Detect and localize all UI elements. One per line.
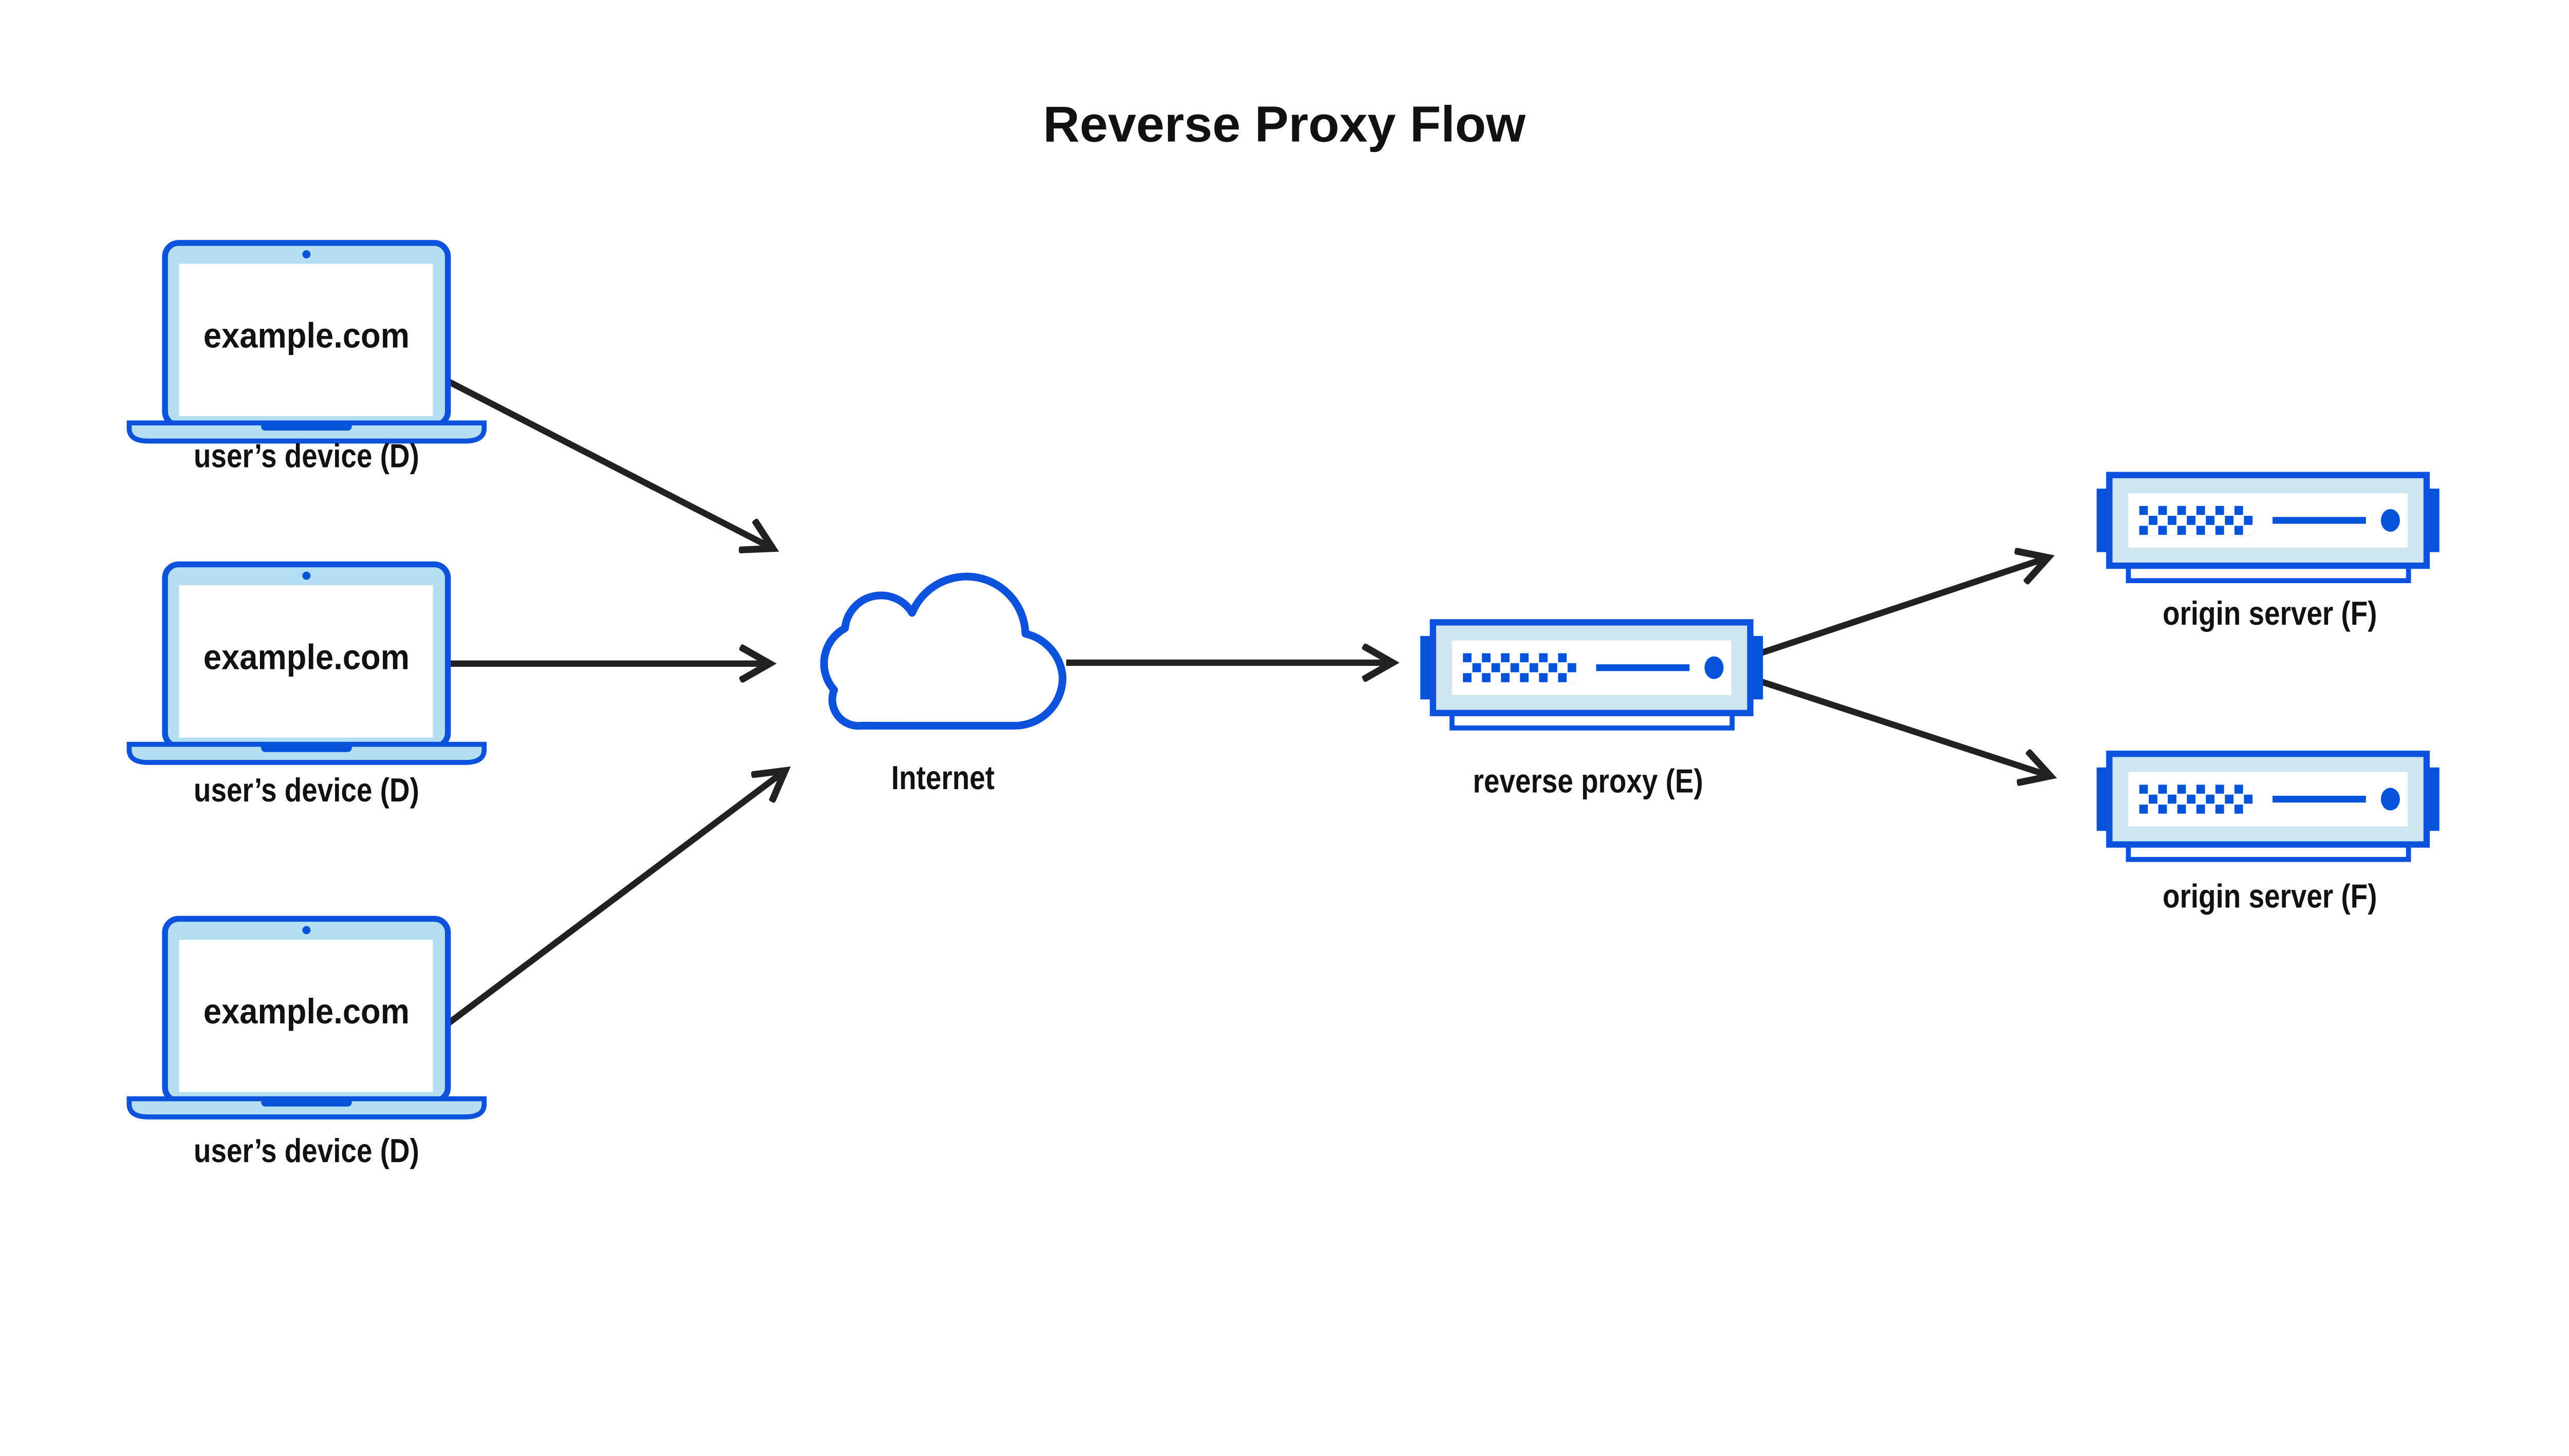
page-title: Reverse Proxy Flow (1043, 96, 1526, 152)
device-screen-text: example.com (203, 316, 409, 356)
reverse-proxy-icon (1420, 622, 1763, 728)
arrow-device1-to-internet (446, 378, 773, 549)
device-label: user’s device (D) (194, 1132, 419, 1170)
arrow-proxy-to-origin2 (1760, 679, 2051, 776)
internet-label: Internet (891, 759, 995, 797)
reverse-proxy-label: reverse proxy (E) (1473, 762, 1703, 800)
device-label: user’s device (D) (194, 437, 419, 475)
origin-server-icon (2097, 754, 2440, 860)
internet-cloud-icon (820, 572, 1067, 730)
device-screen-text: example.com (203, 638, 409, 677)
origin-server-icon (2097, 475, 2440, 581)
device-screen-text: example.com (203, 992, 409, 1032)
origin-server-label: origin server (F) (2163, 877, 2377, 915)
arrow-proxy-to-origin1 (1760, 557, 2049, 656)
flow-arrows (442, 378, 2051, 1030)
arrow-device3-to-internet (442, 771, 785, 1030)
device-label: user’s device (D) (194, 771, 419, 809)
origin-server-label: origin server (F) (2163, 594, 2377, 632)
reverse-proxy-flow-diagram: Reverse Proxy Flow example.com example.c… (126, 96, 2443, 1170)
